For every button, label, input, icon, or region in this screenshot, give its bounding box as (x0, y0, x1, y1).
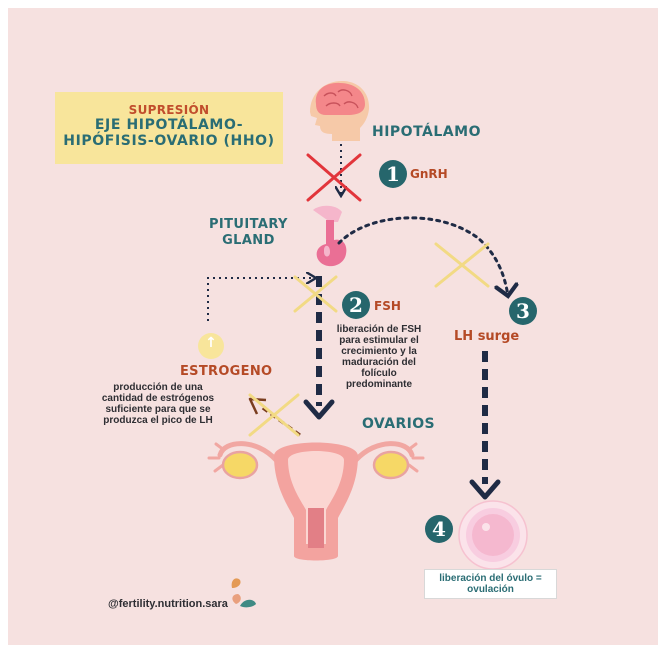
infographic-canvas: SUPRESIÓN EJE HIPOTÁLAMO- HIPÓFISIS-OVAR… (8, 8, 658, 645)
hypothalamus-label: HIPOTÁLAMO (372, 124, 481, 140)
title-box: SUPRESIÓN EJE HIPOTÁLAMO- HIPÓFISIS-OVAR… (55, 92, 283, 164)
lh-suppression-x (436, 244, 488, 286)
title-line-2: HIPÓFISIS-OVARIO (HHO) (55, 133, 283, 149)
ovulation-desc-line: ovulación (425, 584, 556, 595)
leaf-logo-icon (232, 578, 256, 607)
pituitary-label-line-1: PITUITARY (209, 217, 288, 233)
up-arrow-icon: ↑ (201, 335, 221, 351)
head-brain-icon (310, 81, 369, 141)
fsh-desc-line: folículo (320, 368, 438, 379)
estrogen-feedback-arrow (208, 278, 316, 321)
fsh-description: liberación de FSH para estimular el crec… (320, 324, 438, 390)
gnrh-blocked-x (308, 155, 360, 200)
uterus-ovaries-icon (209, 443, 423, 561)
estrogen-desc-line: produzca el pico de LH (88, 415, 228, 426)
estrogen-desc-line: suficiente para que se (88, 404, 228, 415)
lh-arrow-head (472, 482, 498, 497)
author-handle: @fertility.nutrition.sara (108, 598, 228, 610)
fsh-label: FSH (374, 299, 401, 313)
fsh-desc-line: para estimular el (320, 335, 438, 346)
fsh-desc-line: predominante (320, 379, 438, 390)
pituitary-gland-icon (313, 206, 346, 266)
estrogen-description: producción de una cantidad de estrógenos… (88, 382, 228, 426)
gnrh-label: GnRH (410, 167, 448, 181)
ovaries-label: OVARIOS (362, 416, 435, 432)
step-3-badge: 3 (509, 297, 537, 325)
title-line-1: EJE HIPOTÁLAMO- (55, 117, 283, 133)
egg-icon (459, 501, 527, 569)
lh-surge-label: LH surge (454, 329, 519, 344)
ovulation-description: liberación del óvulo = ovulación (424, 569, 557, 599)
step-4-badge: 4 (425, 515, 453, 543)
estrogen-desc-line: producción de una (88, 382, 228, 393)
pituitary-label-line-2: GLAND (209, 233, 288, 249)
ovulation-desc-line: liberación del óvulo = (425, 573, 556, 584)
pituitary-to-lh-arrow (339, 218, 508, 296)
pituitary-label: PITUITARY GLAND (209, 217, 288, 249)
step-2-badge: 2 (342, 291, 370, 319)
estrogen-desc-line: cantidad de estrógenos (88, 393, 228, 404)
fsh-desc-line: maduración del (320, 357, 438, 368)
fsh-desc-line: liberación de FSH (320, 324, 438, 335)
step-1-badge: 1 (379, 160, 407, 188)
fsh-desc-line: crecimiento y la (320, 346, 438, 357)
estrogen-suppression-x (250, 395, 298, 435)
title-subtitle: SUPRESIÓN (55, 103, 283, 117)
estrogen-label: ESTROGENO (180, 364, 272, 379)
fsh-suppression-x (295, 277, 336, 311)
